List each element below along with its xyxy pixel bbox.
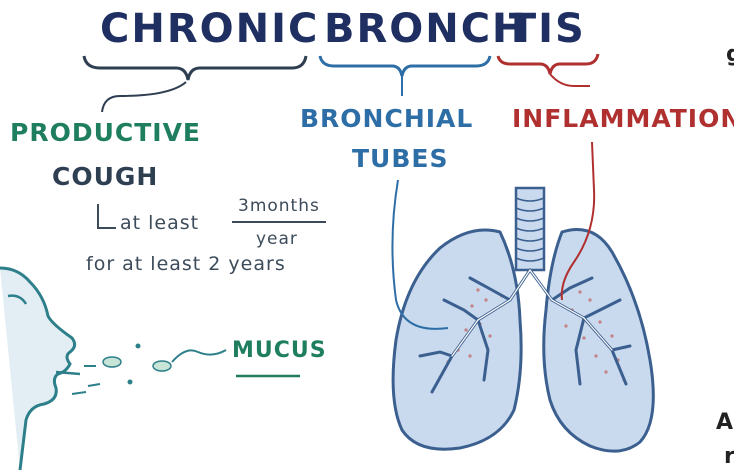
spray-lines [72,366,100,394]
edge-text-top: g [726,42,734,67]
tubes-label: TUBES [352,144,449,173]
bronch-brace [320,56,490,76]
right-lung [544,230,654,452]
title-itis: ITIS [492,6,586,52]
title-brace [84,56,306,80]
itis-brace [498,54,598,74]
mucus-droplet [153,361,171,371]
brace-connector [102,82,186,112]
bronchial-label: BRONCHIAL [300,104,473,133]
face-profile [0,268,75,470]
mucus-pointer [172,350,226,362]
inflammation-label: INFLAMMATION [512,104,734,133]
mucus-label: MUCUS [232,338,327,363]
mucus-droplet [103,357,121,367]
cough-label: COUGH [52,162,158,191]
title-chronic: CHRONIC [100,6,319,52]
fraction-denominator: year [256,229,298,249]
itis-connector [550,74,590,86]
left-lung [393,230,521,449]
mucus-droplet [136,344,141,349]
fraction-numerator: 3months [238,196,320,216]
duration-hook [98,204,116,228]
mucus-droplet [128,380,133,385]
edge-text-bottom-2: r [724,444,734,469]
productive-label: PRODUCTIVE [10,118,201,147]
duration-years: for at least 2 years [86,253,286,275]
edge-text-bottom-1: A [716,410,734,435]
duration-at-least: at least [120,212,199,234]
